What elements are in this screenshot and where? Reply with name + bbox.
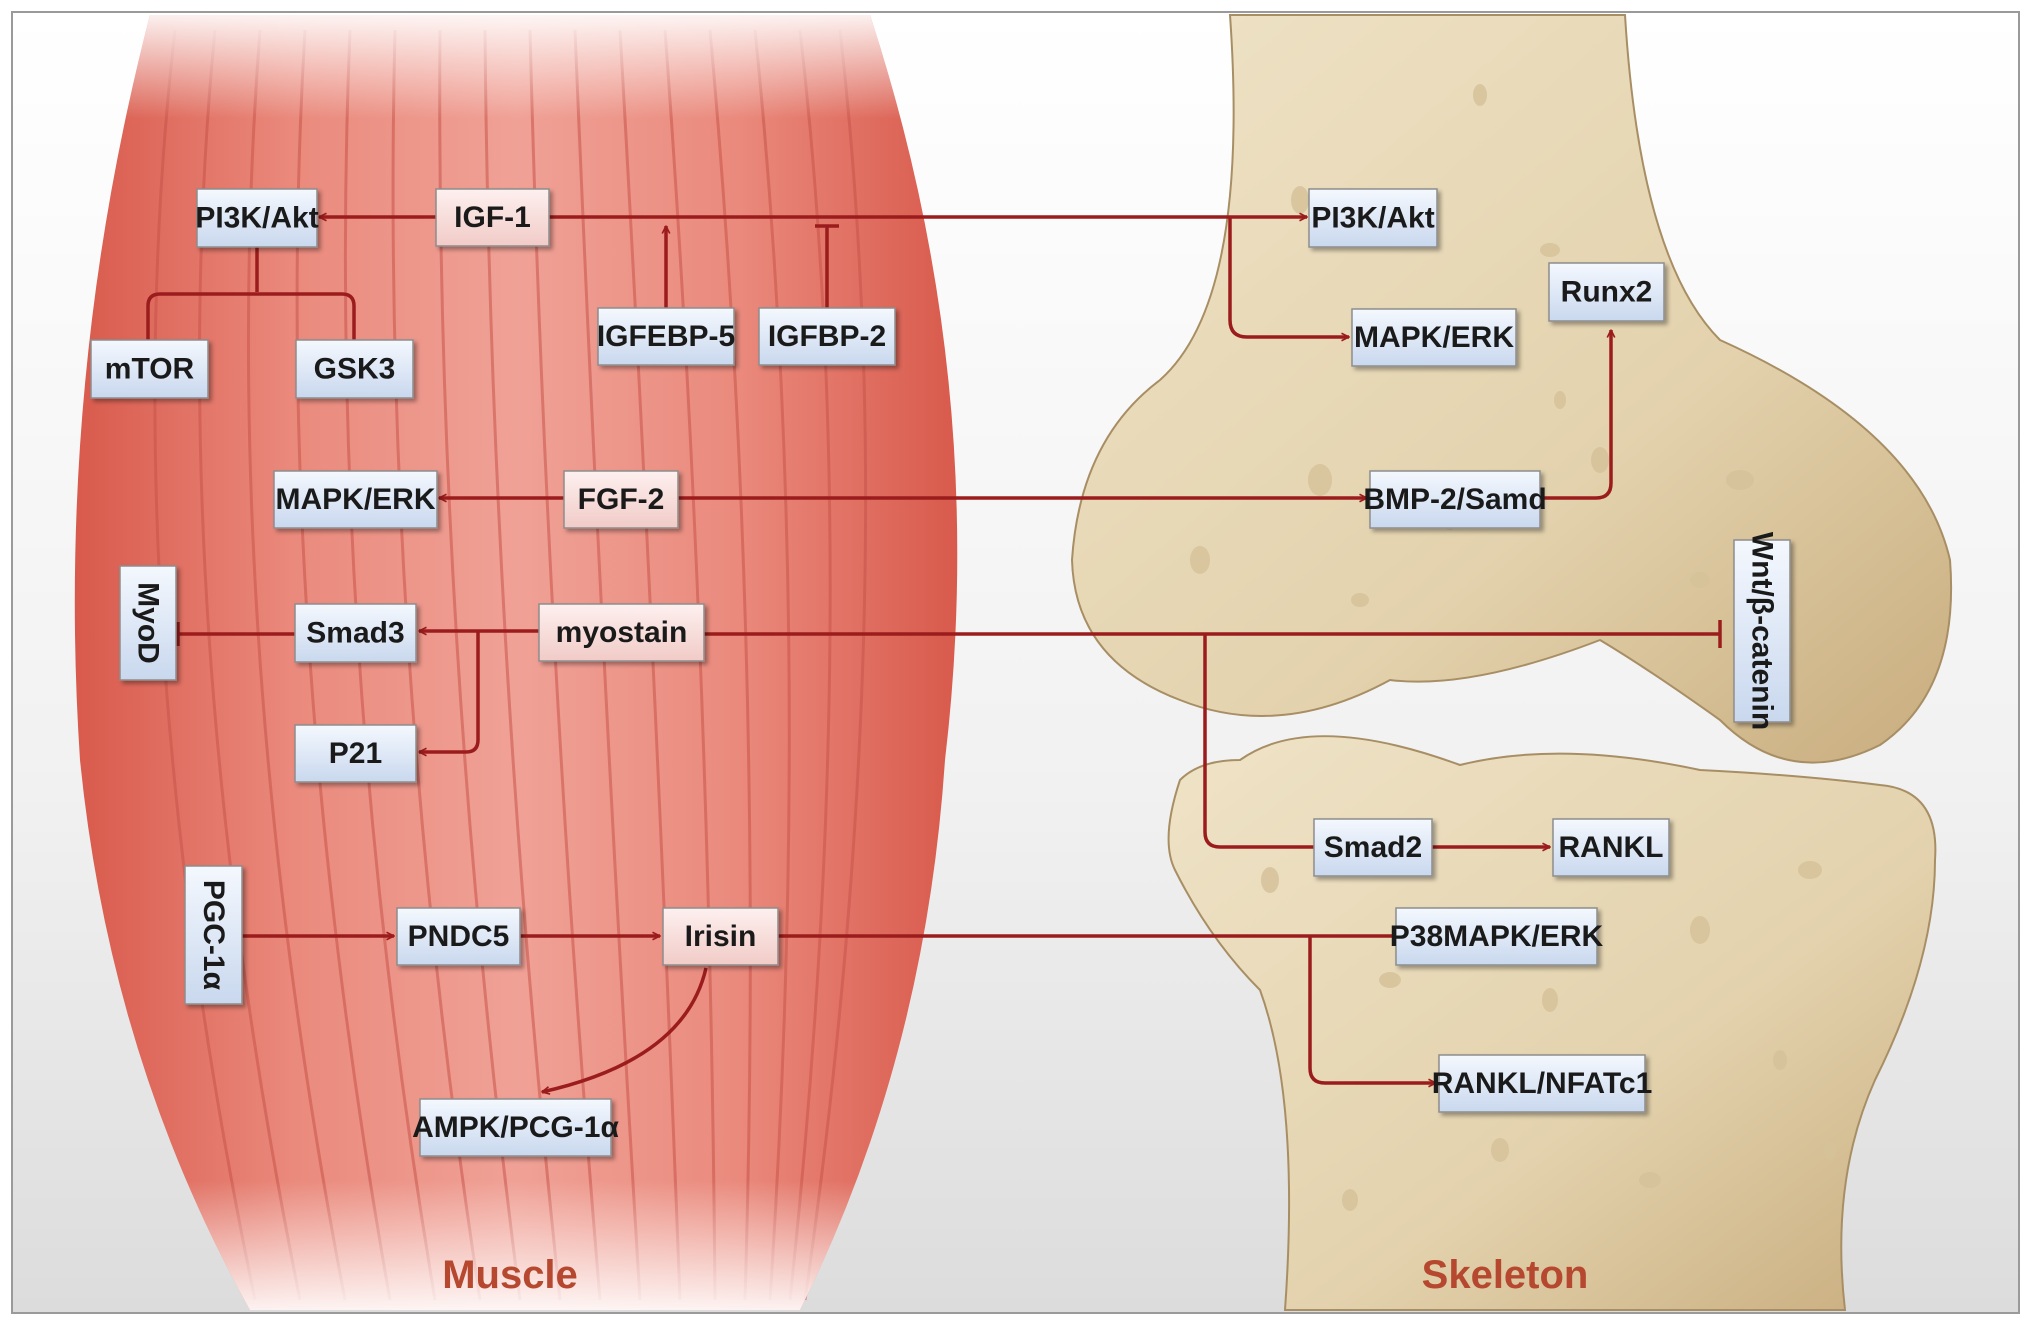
node-label: IGF-1 xyxy=(454,201,531,234)
node-smad2: Smad2 xyxy=(1314,819,1432,876)
node-pgc1a: PGC-1α xyxy=(185,866,242,1004)
node-mtor: mTOR xyxy=(91,340,208,398)
node-igfbp5: IGFEBP-5 xyxy=(597,308,735,365)
node-label: PI3K/Akt xyxy=(195,202,318,235)
node-label: PNDC5 xyxy=(408,920,510,953)
node-p21: P21 xyxy=(295,725,416,782)
node-label: FGF-2 xyxy=(578,483,665,516)
node-pi3k-muscle: PI3K/Akt xyxy=(195,189,318,247)
node-gsk3: GSK3 xyxy=(296,340,413,398)
node-label: Smad3 xyxy=(306,617,404,650)
node-irisin: Irisin xyxy=(663,908,778,965)
node-fgf2: FGF-2 xyxy=(564,471,678,528)
skeleton-label: Skeleton xyxy=(1422,1253,1589,1297)
node-label: mTOR xyxy=(105,353,195,386)
node-smad3: Smad3 xyxy=(295,604,416,662)
node-ampk: AMPK/PCG-1α xyxy=(412,1099,619,1156)
node-label: RANKL xyxy=(1559,831,1664,864)
node-mapk-muscle: MAPK/ERK xyxy=(274,471,437,528)
node-label: P21 xyxy=(329,737,382,770)
node-label: PI3K/Akt xyxy=(1311,202,1434,235)
node-ranklnfat: RANKL/NFATc1 xyxy=(1432,1055,1653,1112)
node-label: BMP-2/Samd xyxy=(1363,483,1546,516)
node-wnt: Wnt/β-catenin xyxy=(1734,532,1790,730)
node-bmp2: BMP-2/Samd xyxy=(1363,471,1546,528)
node-mapk-bone: MAPK/ERK xyxy=(1352,309,1516,366)
node-label: IGFBP-2 xyxy=(768,320,886,353)
node-myostain: myostain xyxy=(539,604,704,661)
node-igfbp2: IGFBP-2 xyxy=(759,308,895,365)
node-label: P38MAPK/ERK xyxy=(1390,920,1604,953)
node-label: PGC-1α xyxy=(197,880,230,991)
node-label: Irisin xyxy=(685,920,757,953)
node-pi3k-bone: PI3K/Akt xyxy=(1309,189,1437,247)
node-p38: P38MAPK/ERK xyxy=(1390,908,1604,965)
node-label: MAPK/ERK xyxy=(1354,321,1514,354)
node-label: MAPK/ERK xyxy=(275,483,435,516)
node-label: Smad2 xyxy=(1324,831,1422,864)
node-pndc5: PNDC5 xyxy=(397,908,520,965)
node-label: MyoD xyxy=(132,582,165,664)
node-igf1: IGF-1 xyxy=(436,189,549,246)
node-label: Runx2 xyxy=(1561,276,1653,309)
node-label: AMPK/PCG-1α xyxy=(412,1111,619,1144)
node-label: GSK3 xyxy=(314,353,396,386)
node-label: Wnt/β-catenin xyxy=(1746,532,1779,730)
muscle-label: Muscle xyxy=(442,1253,578,1297)
node-rankl: RANKL xyxy=(1553,819,1669,876)
node-label: IGFEBP-5 xyxy=(597,320,735,353)
node-label: RANKL/NFATc1 xyxy=(1432,1067,1653,1100)
node-myod: MyoD xyxy=(120,566,176,680)
node-runx2: Runx2 xyxy=(1549,263,1664,321)
node-label: myostain xyxy=(556,616,688,649)
